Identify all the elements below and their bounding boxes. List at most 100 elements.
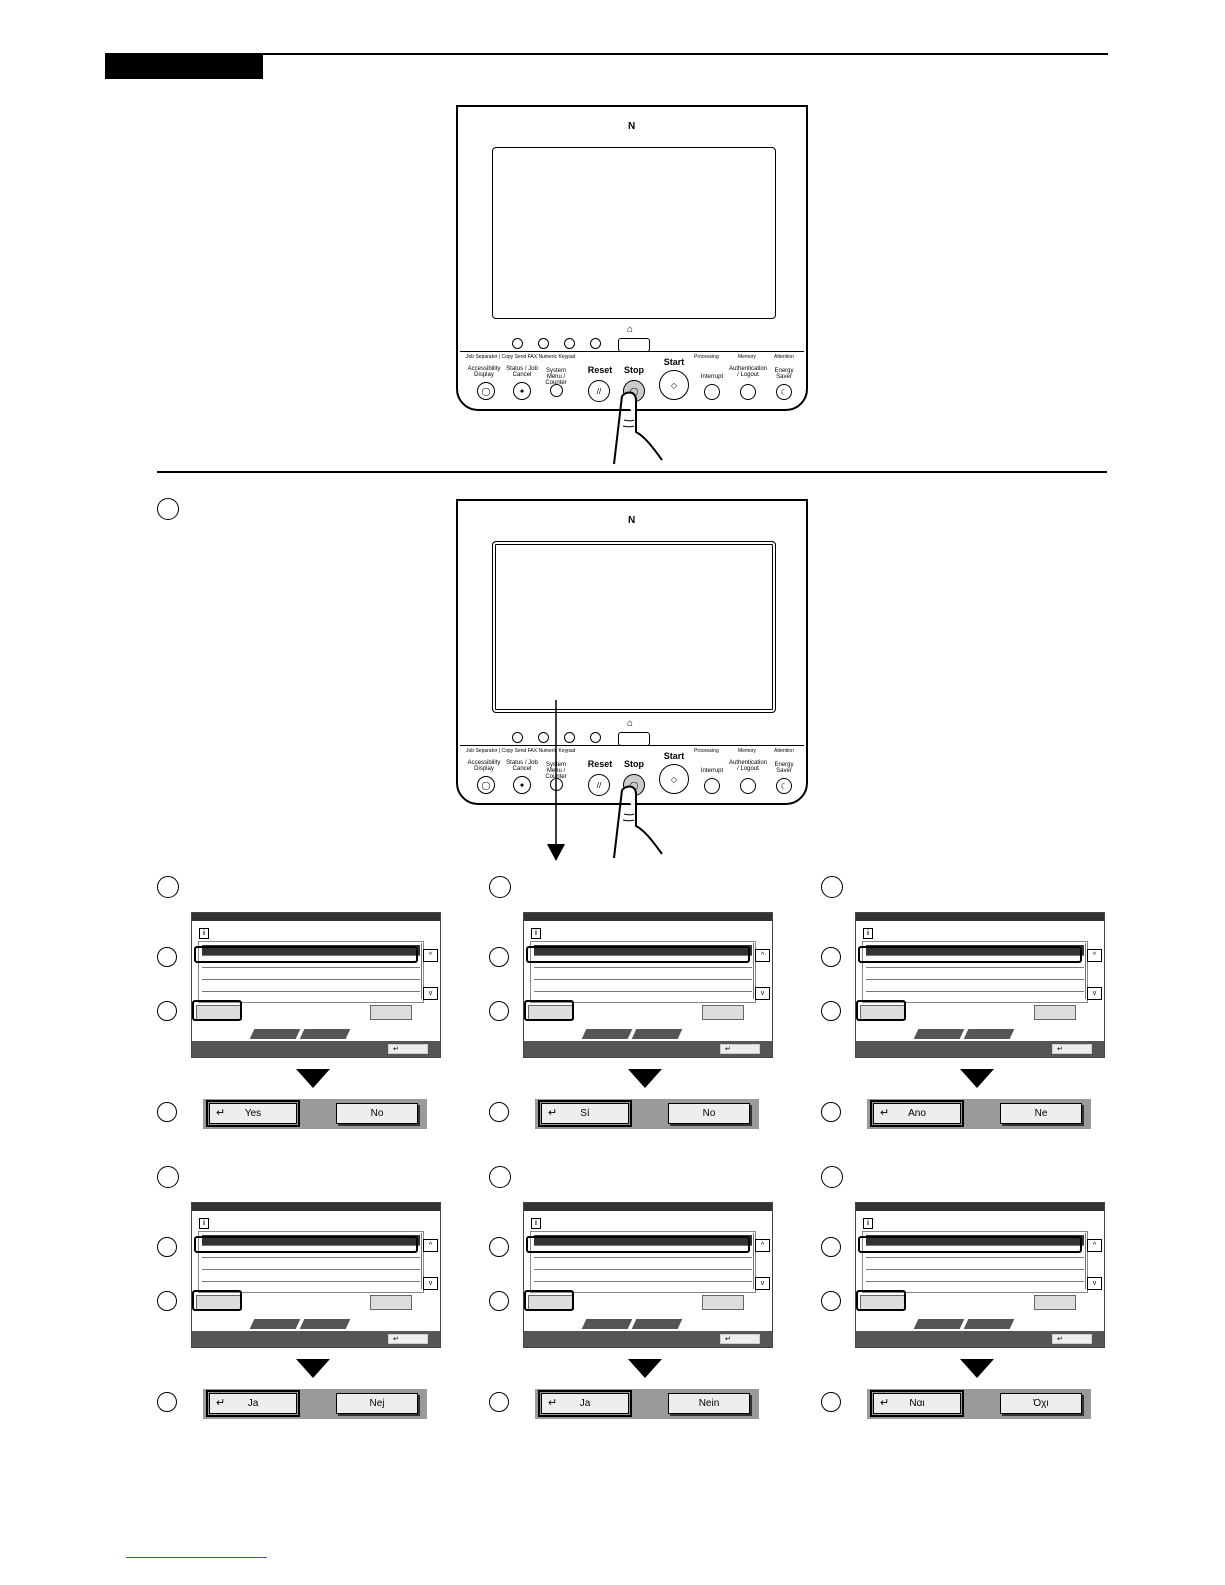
- side-button[interactable]: [702, 1005, 744, 1020]
- home-button[interactable]: [618, 338, 650, 352]
- no-button[interactable]: No: [668, 1103, 750, 1124]
- close-button[interactable]: ↵: [1052, 1044, 1092, 1054]
- touch-screen[interactable]: [492, 147, 776, 319]
- system-menu-button[interactable]: [550, 384, 563, 397]
- no-button[interactable]: No: [336, 1103, 418, 1124]
- list-item[interactable]: [866, 1259, 1084, 1270]
- yes-button[interactable]: ↵Nαι: [870, 1390, 964, 1417]
- close-button[interactable]: ↵: [720, 1044, 760, 1054]
- list-item[interactable]: [866, 969, 1084, 980]
- scroll-up-icon[interactable]: ^: [423, 1239, 438, 1252]
- status-button[interactable]: ✦: [513, 382, 531, 400]
- list-item[interactable]: [202, 981, 420, 992]
- close-button[interactable]: ↵: [388, 1334, 428, 1344]
- scroll-up-icon[interactable]: ^: [1087, 1239, 1102, 1252]
- close-button[interactable]: ↵: [388, 1044, 428, 1054]
- tab[interactable]: [963, 1029, 1015, 1039]
- interrupt-button[interactable]: [704, 778, 720, 794]
- tab[interactable]: [963, 1319, 1015, 1329]
- list-item[interactable]: [534, 969, 752, 980]
- list-item[interactable]: [202, 1247, 420, 1258]
- reset-button[interactable]: //: [588, 380, 610, 402]
- list-item[interactable]: [534, 1259, 752, 1270]
- yes-button[interactable]: ↵Yes: [206, 1100, 300, 1127]
- list-item[interactable]: [202, 1259, 420, 1270]
- list-item[interactable]: [866, 1247, 1084, 1258]
- start-button[interactable]: ◇: [659, 370, 689, 400]
- tab[interactable]: [581, 1319, 633, 1329]
- auth-button[interactable]: [740, 384, 756, 400]
- touch-screen[interactable]: [492, 541, 776, 713]
- list-item[interactable]: [534, 1271, 752, 1282]
- yes-button[interactable]: ↵Ja: [538, 1390, 632, 1417]
- tab[interactable]: [913, 1029, 965, 1039]
- tab[interactable]: [299, 1029, 351, 1039]
- tab[interactable]: [249, 1319, 301, 1329]
- no-button[interactable]: Όχι: [1000, 1393, 1082, 1414]
- selection-highlight: [194, 1236, 418, 1253]
- tab[interactable]: [913, 1319, 965, 1329]
- scrollbar[interactable]: ^v: [753, 1233, 770, 1290]
- tab[interactable]: [249, 1029, 301, 1039]
- list-item[interactable]: [534, 981, 752, 992]
- scrollbar[interactable]: ^v: [1085, 1233, 1102, 1290]
- side-button[interactable]: [370, 1005, 412, 1020]
- list-item[interactable]: [866, 957, 1084, 968]
- start-button[interactable]: ◇: [659, 764, 689, 794]
- side-button[interactable]: [702, 1295, 744, 1310]
- scroll-down-icon[interactable]: v: [1087, 1277, 1102, 1290]
- auth-button[interactable]: [740, 778, 756, 794]
- scroll-down-icon[interactable]: v: [423, 1277, 438, 1290]
- no-button[interactable]: Ne: [1000, 1103, 1082, 1124]
- reset-button[interactable]: //: [588, 774, 610, 796]
- interrupt-button[interactable]: [704, 384, 720, 400]
- no-button[interactable]: Nein: [668, 1393, 750, 1414]
- tab[interactable]: [299, 1319, 351, 1329]
- scrollbar[interactable]: ^v: [421, 943, 438, 1000]
- list-item[interactable]: [202, 969, 420, 980]
- close-button[interactable]: ↵: [720, 1334, 760, 1344]
- status-label: Status / Job Cancel: [506, 760, 538, 772]
- status-button[interactable]: ✦: [513, 776, 531, 794]
- side-button[interactable]: [1034, 1295, 1076, 1310]
- tab[interactable]: [631, 1029, 683, 1039]
- list-item-selected[interactable]: [534, 1235, 752, 1246]
- selection-highlight: [858, 946, 1082, 963]
- scrollbar[interactable]: ^v: [753, 943, 770, 1000]
- side-button[interactable]: [1034, 1005, 1076, 1020]
- scroll-up-icon[interactable]: ^: [1087, 949, 1102, 962]
- list-item-selected[interactable]: [534, 945, 752, 956]
- scroll-down-icon[interactable]: v: [1087, 987, 1102, 1000]
- no-button[interactable]: Nej: [336, 1393, 418, 1414]
- scrollbar[interactable]: ^v: [1085, 943, 1102, 1000]
- list-item-selected[interactable]: [866, 945, 1084, 956]
- accessibility-button[interactable]: ◯: [477, 776, 495, 794]
- close-button[interactable]: ↵: [1052, 1334, 1092, 1344]
- list-item[interactable]: [866, 1271, 1084, 1282]
- scroll-up-icon[interactable]: ^: [755, 949, 770, 962]
- energy-saver-button[interactable]: ☾: [776, 384, 792, 400]
- scroll-down-icon[interactable]: v: [755, 1277, 770, 1290]
- list-item[interactable]: [202, 957, 420, 968]
- yes-button[interactable]: ↵Ja: [206, 1390, 300, 1417]
- home-button[interactable]: [618, 732, 650, 746]
- scrollbar[interactable]: ^v: [421, 1233, 438, 1290]
- list-item-selected[interactable]: [202, 945, 420, 956]
- scroll-down-icon[interactable]: v: [755, 987, 770, 1000]
- side-button[interactable]: [370, 1295, 412, 1310]
- scroll-down-icon[interactable]: v: [423, 987, 438, 1000]
- tab[interactable]: [631, 1319, 683, 1329]
- tab[interactable]: [581, 1029, 633, 1039]
- accessibility-button[interactable]: ◯: [477, 382, 495, 400]
- yes-button[interactable]: ↵Ano: [870, 1100, 964, 1127]
- energy-saver-button[interactable]: ☾: [776, 778, 792, 794]
- list-item[interactable]: [866, 981, 1084, 992]
- list-item-selected[interactable]: [202, 1235, 420, 1246]
- list-item-selected[interactable]: [866, 1235, 1084, 1246]
- scroll-up-icon[interactable]: ^: [423, 949, 438, 962]
- list-item[interactable]: [202, 1271, 420, 1282]
- scroll-up-icon[interactable]: ^: [755, 1239, 770, 1252]
- yes-button[interactable]: ↵Sí: [538, 1100, 632, 1127]
- list-item[interactable]: [534, 957, 752, 968]
- list-item[interactable]: [534, 1247, 752, 1258]
